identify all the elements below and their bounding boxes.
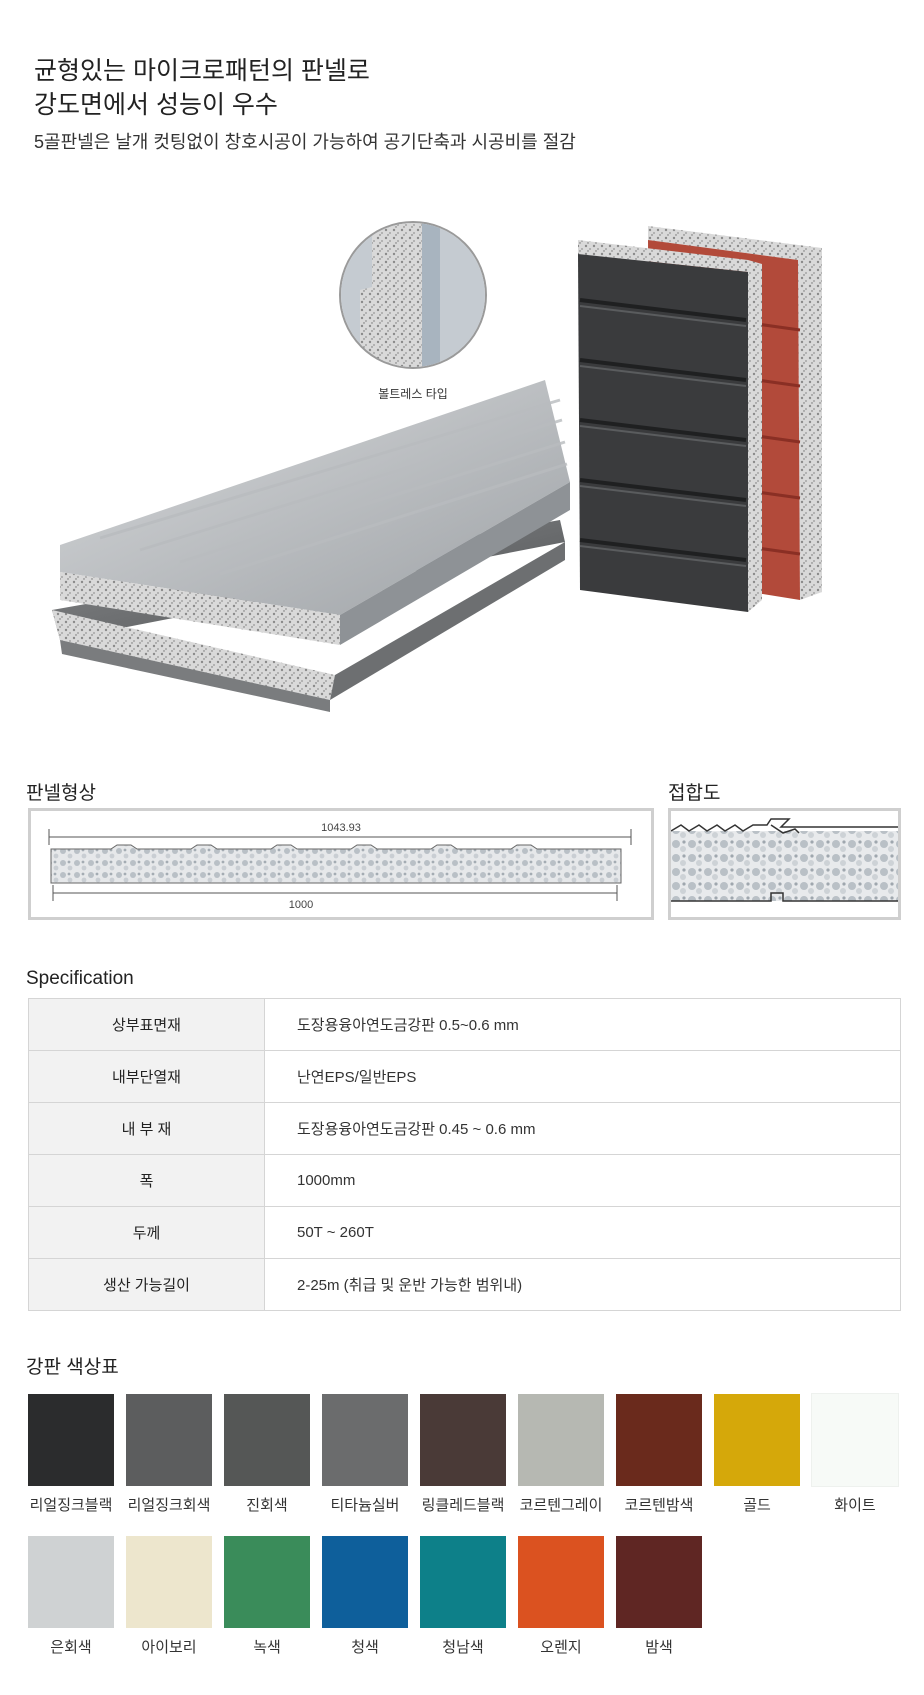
color-swatch-item: 티타늄실버 xyxy=(322,1394,408,1515)
spec-key: 폭 xyxy=(28,1154,265,1207)
color-swatch xyxy=(420,1536,506,1628)
spec-title: Specification xyxy=(26,968,134,989)
color-swatch-label: 골드 xyxy=(743,1497,771,1514)
color-swatch-item: 밤색 xyxy=(616,1536,702,1657)
color-swatch-item: 리얼징크블랙 xyxy=(28,1394,114,1515)
color-swatch-label: 티타늄실버 xyxy=(330,1497,400,1514)
color-swatch xyxy=(224,1536,310,1628)
panel-product-illustration: 볼트레스 타입 xyxy=(52,221,822,712)
color-swatch xyxy=(224,1394,310,1486)
spec-key: 두께 xyxy=(28,1206,265,1259)
color-swatch-label: 청남색 xyxy=(442,1639,484,1656)
page-subtitle: 5골판넬은 날개 컷팅없이 창호시공이 가능하여 공기단축과 시공비를 절감 xyxy=(34,132,576,152)
color-swatch-label: 리얼징크블랙 xyxy=(29,1497,113,1514)
spec-key: 상부표면재 xyxy=(28,998,265,1051)
callout-label: 볼트레스 타입 xyxy=(378,387,448,401)
spec-value: 도장용융아연도금강판 0.5~0.6 mm xyxy=(264,998,901,1051)
color-swatch xyxy=(126,1536,212,1628)
color-swatch-item: 코르텐밤색 xyxy=(616,1394,702,1515)
color-swatch-label: 녹색 xyxy=(253,1639,281,1656)
spec-key: 생산 가능길이 xyxy=(28,1258,265,1311)
color-swatch-label: 아이보리 xyxy=(141,1639,197,1656)
color-swatch-item: 은회색 xyxy=(28,1536,114,1657)
color-swatch xyxy=(518,1394,604,1486)
table-row: 내 부 재 도장용융아연도금강판 0.45 ~ 0.6 mm xyxy=(28,1102,901,1155)
color-swatch xyxy=(322,1536,408,1628)
panel-shape-drawing: 1043.93 1000 xyxy=(28,808,654,920)
spec-value: 1000mm xyxy=(264,1154,901,1207)
table-row: 상부표면재 도장용융아연도금강판 0.5~0.6 mm xyxy=(28,998,901,1051)
color-swatch-item: 코르텐그레이 xyxy=(518,1394,604,1515)
dim-bottom-label: 1000 xyxy=(289,899,313,911)
table-row: 내부단열재 난연EPS/일반EPS xyxy=(28,1050,901,1103)
color-swatch-item: 화이트 xyxy=(811,1393,899,1515)
color-swatch xyxy=(616,1536,702,1628)
color-swatch-label: 코르텐밤색 xyxy=(624,1497,694,1514)
color-swatch xyxy=(714,1394,800,1486)
color-swatch xyxy=(616,1394,702,1486)
silver-panel xyxy=(60,380,570,645)
spec-key: 내 부 재 xyxy=(28,1102,265,1155)
color-swatch-item: 아이보리 xyxy=(126,1536,212,1657)
color-swatch-item: 청색 xyxy=(322,1536,408,1657)
color-swatch xyxy=(28,1394,114,1486)
color-swatch-item: 리얼징크회색 xyxy=(126,1394,212,1515)
spec-value: 2-25m (취급 및 운반 가능한 범위내) xyxy=(264,1258,901,1311)
color-swatch-label: 코르텐그레이 xyxy=(519,1497,603,1514)
color-chart-title: 강판 색상표 xyxy=(26,1357,119,1378)
color-swatch-label: 청색 xyxy=(351,1639,379,1656)
title-line-1: 균형있는 마이크로패턴의 판넬로 xyxy=(34,57,370,85)
color-swatch-item: 골드 xyxy=(714,1394,800,1515)
title-line-2: 강도면에서 성능이 우수 xyxy=(34,91,278,119)
color-swatch xyxy=(126,1394,212,1486)
page-title: 균형있는 마이크로패턴의 판넬로 강도면에서 성능이 우수 xyxy=(34,54,370,122)
color-swatch xyxy=(28,1536,114,1628)
color-swatch-item: 오렌지 xyxy=(518,1536,604,1657)
dim-top-label: 1043.93 xyxy=(321,822,361,834)
table-row: 폭 1000mm xyxy=(28,1154,901,1207)
panel-shape-label: 판넬형상 xyxy=(26,783,96,804)
color-swatch-item: 진회색 xyxy=(224,1394,310,1515)
color-swatch-item: 녹색 xyxy=(224,1536,310,1657)
color-swatch-item: 링클레드블랙 xyxy=(420,1394,506,1515)
table-row: 생산 가능길이 2-25m (취급 및 운반 가능한 범위내) xyxy=(28,1258,901,1311)
color-swatch-label: 진회색 xyxy=(246,1497,288,1514)
spec-value: 50T ~ 260T xyxy=(264,1206,901,1259)
spec-value: 난연EPS/일반EPS xyxy=(264,1050,901,1103)
color-swatch xyxy=(811,1393,899,1487)
spec-key: 내부단열재 xyxy=(28,1050,265,1103)
color-swatch-label: 링클레드블랙 xyxy=(421,1497,505,1514)
spec-table: 상부표면재 도장용융아연도금강판 0.5~0.6 mm 내부단열재 난연EPS/… xyxy=(28,998,901,1311)
boltless-callout xyxy=(339,221,487,369)
color-swatch xyxy=(322,1394,408,1486)
spec-value: 도장용융아연도금강판 0.45 ~ 0.6 mm xyxy=(264,1102,901,1155)
color-swatch-label: 은회색 xyxy=(50,1639,92,1656)
color-swatch-label: 밤색 xyxy=(645,1639,673,1656)
color-swatch-label: 오렌지 xyxy=(540,1639,582,1656)
black-standing-panel xyxy=(578,240,762,612)
color-swatch-label: 화이트 xyxy=(834,1497,876,1514)
color-swatch xyxy=(518,1536,604,1628)
joint-label: 접합도 xyxy=(668,783,721,804)
color-swatch-label: 리얼징크회색 xyxy=(127,1497,211,1514)
color-swatch xyxy=(420,1394,506,1486)
joint-drawing xyxy=(668,808,901,920)
table-row: 두께 50T ~ 260T xyxy=(28,1206,901,1259)
color-swatch-item: 청남색 xyxy=(420,1536,506,1657)
